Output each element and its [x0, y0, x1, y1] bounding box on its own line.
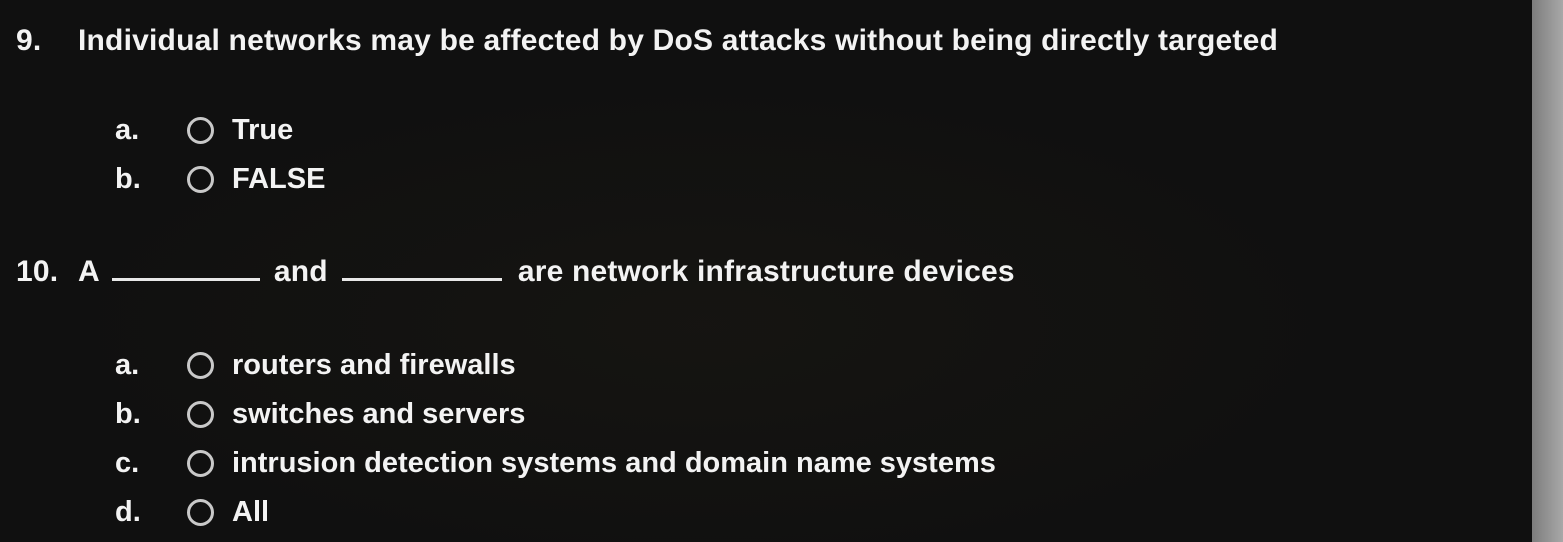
option-letter: d.: [115, 496, 141, 528]
fill-in-blank-2: [341, 248, 502, 281]
option-letter: b.: [115, 163, 141, 195]
option-label[interactable]: intrusion detection systems and domain n…: [232, 447, 996, 479]
question-10-text-prefix: A: [78, 255, 100, 288]
option-letter: c.: [115, 447, 140, 479]
option-row-10b[interactable]: b. switches and servers: [115, 390, 1523, 439]
fill-in-blank-1: [111, 248, 260, 281]
radio-button-icon[interactable]: [187, 352, 214, 379]
option-row-10d[interactable]: d. All: [115, 488, 1523, 537]
option-letter: a.: [115, 349, 140, 381]
question-9-options: a. True b. FALSE: [115, 106, 1523, 204]
question-9-line: 9. Individual networks may be affected b…: [16, 24, 1523, 58]
question-10-text-middle: and: [273, 255, 328, 288]
question-9: 9. Individual networks may be affected b…: [16, 24, 1523, 204]
option-label[interactable]: True: [232, 114, 294, 146]
question-10-options: a. routers and firewalls b. switches and…: [115, 341, 1523, 537]
radio-button-icon[interactable]: [187, 450, 214, 477]
question-10-number: 10.: [16, 255, 59, 288]
radio-button-icon[interactable]: [187, 401, 214, 428]
option-row-9a[interactable]: a. True: [115, 106, 1523, 155]
question-10-text-suffix: are network infrastructure devices: [517, 255, 1015, 288]
question-9-number: 9.: [16, 24, 42, 57]
question-9-text: Individual networks may be affected by D…: [78, 24, 1278, 57]
question-gap: [16, 204, 1523, 248]
option-row-9b[interactable]: b. FALSE: [115, 155, 1523, 204]
option-label[interactable]: switches and servers: [232, 398, 526, 430]
option-row-10c[interactable]: c. intrusion detection systems and domai…: [115, 439, 1523, 488]
option-label[interactable]: All: [232, 496, 270, 528]
screen-edge-strip: [1532, 0, 1563, 542]
radio-button-icon[interactable]: [187, 117, 214, 144]
radio-button-icon[interactable]: [187, 499, 214, 526]
option-label[interactable]: routers and firewalls: [232, 349, 516, 381]
option-letter: a.: [115, 114, 140, 146]
quiz-content: 9. Individual networks may be affected b…: [16, 24, 1523, 537]
radio-button-icon[interactable]: [187, 166, 214, 193]
option-label[interactable]: FALSE: [232, 163, 326, 195]
option-row-10a[interactable]: a. routers and firewalls: [115, 341, 1523, 390]
option-letter: b.: [115, 398, 141, 430]
